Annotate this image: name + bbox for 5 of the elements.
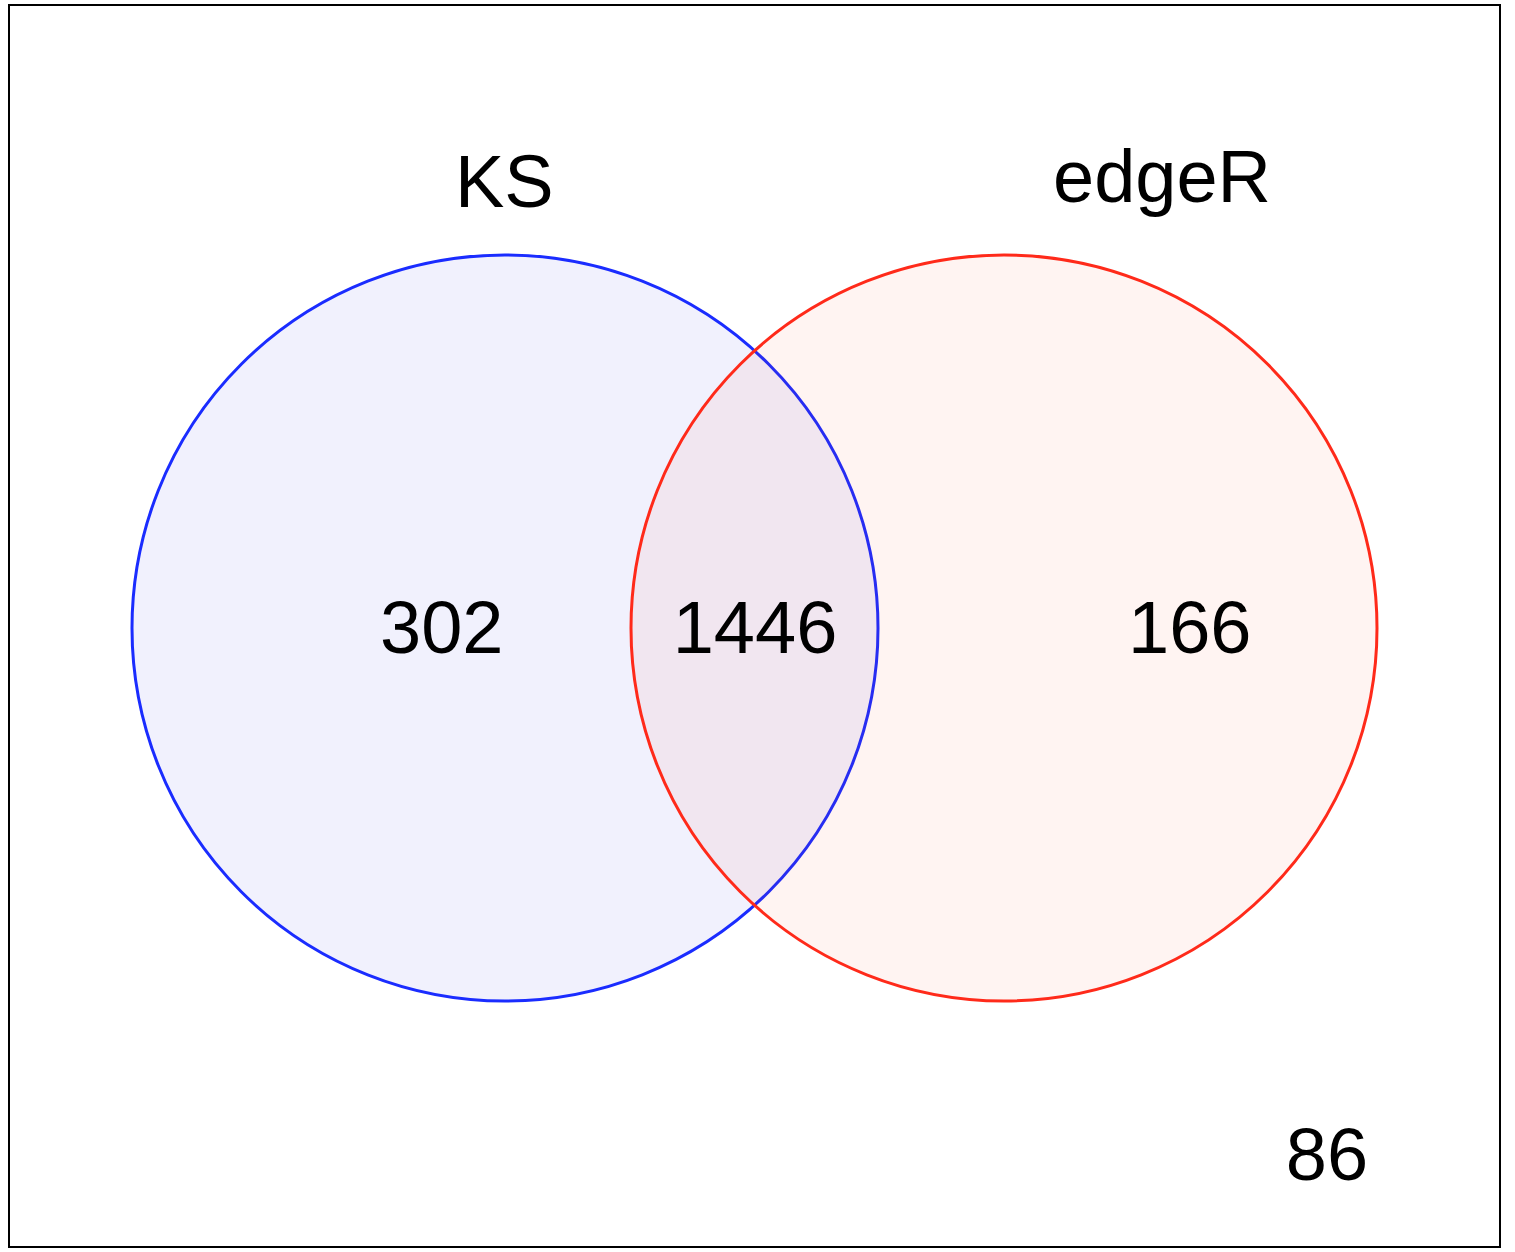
- set-label: KS: [455, 145, 554, 219]
- count-label: 166: [1128, 591, 1252, 665]
- count-label: 1446: [672, 591, 838, 665]
- count-label: 302: [380, 591, 504, 665]
- count-label: 86: [1285, 1118, 1369, 1192]
